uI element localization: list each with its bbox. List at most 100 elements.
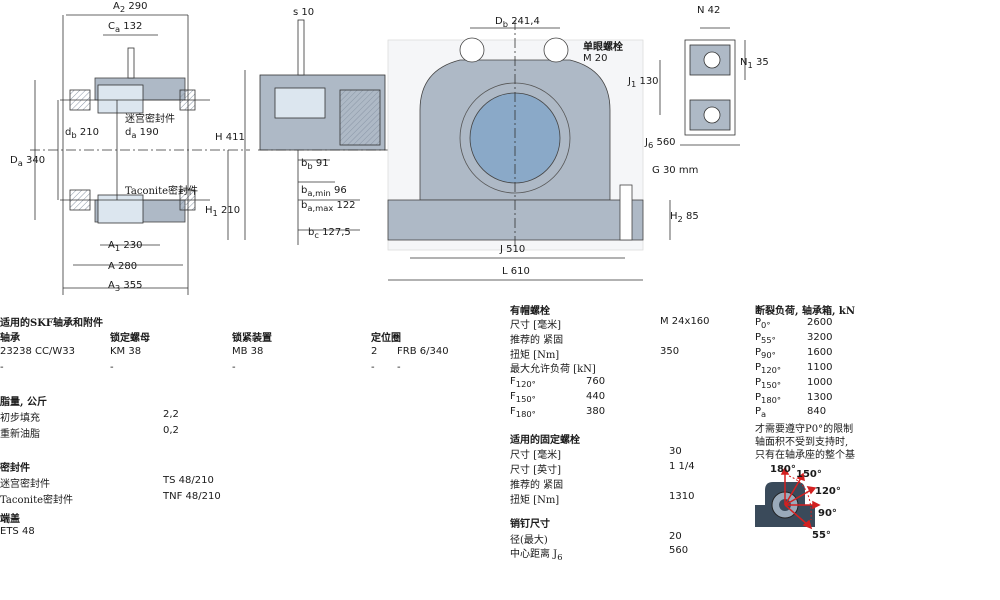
seal-taconite-label: Taconite密封件 [0,495,74,506]
capbolts-load-150: F150° [510,391,536,404]
dowel-title: 销钉尺寸 [510,519,550,530]
dim-bb: bb 91 [301,158,329,171]
top-view [659,27,746,146]
break-p55: P55° [755,332,776,345]
endcover-title: 端盖 [0,514,20,525]
grease-title: 脂量, 公斤 [0,397,47,408]
break-p150-value: 1000 [807,377,833,388]
parts-title: 适用的SKF轴承和附件 [0,318,104,329]
break-pa-value: 840 [807,406,827,417]
break-p55-value: 3200 [807,332,833,343]
capbolts-size-value: M 24x160 [660,316,710,327]
break-p90: P90° [755,347,776,360]
dowel-diam-value: 20 [669,531,682,542]
angle-90: 90° [818,508,837,519]
parts-row-2-lockdevice: - [232,362,236,373]
dowel-diam-label: 径(最大) [510,535,548,546]
break-note-3: 只有在轴承座的整个基 [755,450,855,461]
load-direction-diagram [755,466,821,530]
parts-header-locknut: 锁定螺母 [110,333,150,344]
cross-section-view [30,14,250,295]
parts-row-2-locknut: - [110,362,114,373]
grease-relube-label: 重新油脂 [0,429,40,440]
seals-title: 密封件 [0,463,30,474]
eyebolt-title: 单眼螺栓 [583,42,623,53]
dim-a280: A 280 [108,261,138,272]
angle-150: 150° [796,469,822,480]
label-taconite-seal: Taconite密封件 [125,186,199,197]
break-note-1: 才需要遵守P0°的限制 [755,424,854,435]
dim-h2: H2 85 [670,211,699,224]
parts-row-2-bearing: - [0,362,4,373]
dim-h1: H1 210 [205,205,241,218]
break-pa: Pa [755,406,767,419]
angle-180: 180° [770,464,796,475]
dim-bamin: ba,min 96 [301,185,347,198]
capbolts-torque-value: 350 [660,346,680,357]
technical-drawing [30,14,746,295]
capbolts-torque-label: 扭矩 [Nm] [510,350,560,361]
label-labyrinth-seal: 迷宫密封件 [125,114,175,125]
fixbolts-mm-label: 尺寸 [毫米] [510,450,561,461]
fixbolts-torque-label: 扭矩 [Nm] [510,495,560,506]
angle-55: 55° [812,530,831,541]
dim-da190: da 190 [125,127,159,140]
fixbolts-rec-label: 推荐的 紧固 [510,480,564,491]
fixbolts-torque-value: 1310 [669,491,695,502]
seal-labyrinth-label: 迷宫密封件 [0,479,50,490]
break-p180: P180° [755,392,782,405]
parts-row-1-lockdevice: MB 38 [232,346,264,357]
fixbolts-title: 适用的固定螺栓 [510,435,580,446]
parts-row-1-bearing: 23238 CC/W33 [0,346,75,357]
capbolts-load-180: F180° [510,406,536,419]
dowel-center-label: 中心距离 J6 [510,549,563,562]
dim-db241: Db 241,4 [495,16,540,29]
dim-s: s 10 [293,7,315,18]
endcover-value: ETS 48 [0,526,35,537]
dim-j: J 510 [500,244,526,255]
dim-j1: J1 130 [628,76,659,89]
parts-row-2-ring: - [397,362,401,373]
breaking-title: 断裂负荷, 轴承箱, kN [755,306,855,317]
capbolts-size-label: 尺寸 [毫米] [510,320,561,331]
dim-n1: N1 35 [740,57,769,70]
seal-taconite-value: TNF 48/210 [163,491,221,502]
break-p0: P0° [755,317,771,330]
break-note-2: 轴面积不受到支持时, [755,437,849,448]
break-p0-value: 2600 [807,317,833,328]
side-view [258,19,390,245]
break-p120-value: 1100 [807,362,833,373]
capbolts-load-150-value: 440 [586,391,606,402]
front-view [387,20,671,281]
dim-bamax: ba,max 122 [301,200,356,213]
seal-labyrinth-value: TS 48/210 [163,475,214,486]
grease-initial-value: 2,2 [163,409,179,420]
capbolts-load-180-value: 380 [586,406,606,417]
dim-j6: J6 560 [645,137,676,150]
capbolts-torque-rec: 推荐的 紧固 [510,335,564,346]
capbolts-title: 有帽螺栓 [510,306,550,317]
parts-row-1-ring: FRB 6/340 [397,346,449,357]
fixbolts-inch-value: 1 1/4 [669,461,695,472]
dim-n: N 42 [697,5,721,16]
eyebolt-size: M 20 [583,53,608,64]
fixbolts-mm-value: 30 [669,446,682,457]
parts-row-1-locknut: KM 38 [110,346,142,357]
dowel-center-value: 560 [669,545,689,556]
dim-h411: H 411 [215,132,245,143]
parts-header-bearing: 轴承 [0,333,20,344]
dim-a2: A2 290 [113,1,148,14]
capbolts-maxload-label: 最大允许负荷 [kN] [510,364,596,375]
grease-initial-label: 初步填充 [0,413,40,424]
fixbolts-inch-label: 尺寸 [英寸] [510,465,561,476]
parts-header-lockdevice: 锁紧装置 [232,333,272,344]
break-p180-value: 1300 [807,392,833,403]
angle-120: 120° [815,486,841,497]
grease-relube-value: 0,2 [163,425,179,436]
dim-l: L 610 [502,266,530,277]
parts-header-ring: 定位圈 [371,333,401,344]
break-p150: P150° [755,377,782,390]
parts-row-2-ring-qty: - [371,362,375,373]
dim-g: G 30 mm [652,165,699,176]
capbolts-load-120-value: 760 [586,376,606,387]
